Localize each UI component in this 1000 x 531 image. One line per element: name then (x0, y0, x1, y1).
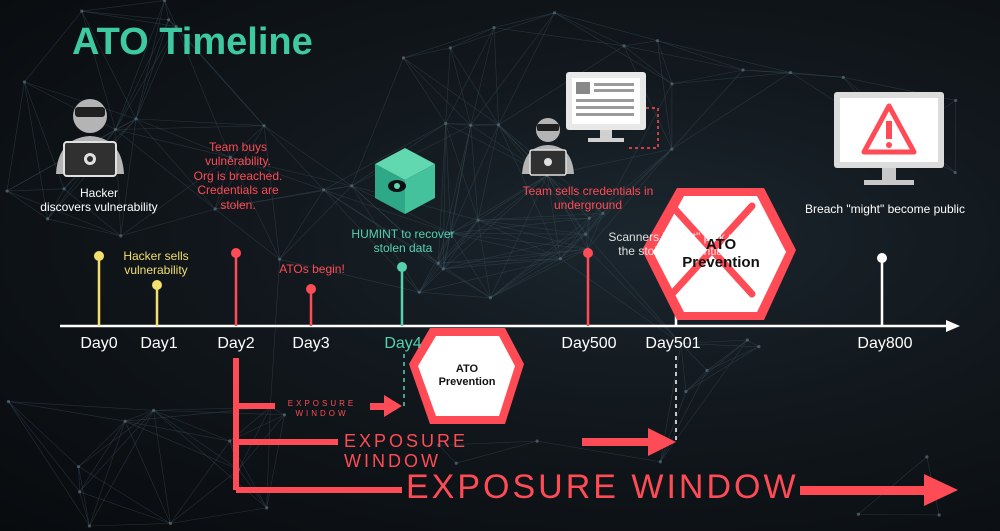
marker-day3 (306, 284, 316, 294)
event-team-sells: Team sells credentials in underground (522, 184, 654, 213)
exposure-window-label-large: EXPOSURE WINDOW (406, 468, 799, 506)
day-label-500: Day500 (561, 335, 617, 352)
monitor-document-icon (566, 72, 659, 149)
cancel-x-icon (668, 202, 756, 298)
exposure-window-label-small: EXPOSURE WINDOW (287, 399, 357, 418)
event-hacker-discovers: Hacker discovers vulnerability (40, 186, 158, 215)
day-label-1: Day1 (140, 335, 178, 352)
exposure-window-label-medium: EXPOSURE WINDOW (344, 431, 469, 471)
event-breach-public: Breach "might" become public (805, 202, 965, 216)
event-scanner: Scanners "might" pick up the stolen cred… (608, 230, 742, 259)
timeline-axis-arrowhead (946, 320, 960, 332)
ato-prevention-label-large: ATO Prevention (682, 236, 760, 271)
day-label-4: Day4 (384, 335, 422, 352)
marker-day2 (231, 248, 241, 258)
exposure-arrow-medium (648, 428, 676, 456)
ato-prevention-sign-large (642, 188, 796, 320)
warning-monitor-icon (834, 92, 944, 185)
page-title: ATO Timeline (72, 21, 313, 63)
day-label-800: Day800 (857, 335, 913, 352)
day-label-3: Day3 (292, 335, 330, 352)
ato-prevention-sign-small (409, 328, 524, 424)
exposure-bracket (233, 358, 402, 493)
event-humint: HUMINT to recover stolen data (351, 227, 455, 256)
hacker-laptop-icon (522, 118, 574, 176)
exposure-arrows (370, 395, 958, 506)
humint-cube-icon (375, 148, 435, 214)
hacker-laptop-icon (56, 99, 124, 177)
ato-prevention-label-small: ATO Prevention (438, 363, 496, 389)
day-label-0: Day0 (80, 335, 118, 352)
exposure-arrow-large (924, 474, 958, 506)
day-label-501: Day501 (645, 335, 701, 352)
marker-day1 (152, 280, 162, 290)
marker-day4 (397, 262, 407, 272)
exposure-arrow-small (384, 395, 402, 417)
marker-day0 (94, 251, 104, 261)
event-team-buys: Team buys vulnerability. Org is breached… (193, 140, 283, 212)
event-atos-begin: ATOs begin! (279, 262, 345, 276)
marker-day500 (583, 248, 593, 258)
event-hacker-sells: Hacker sells vulnerability (123, 249, 189, 278)
day-label-2: Day2 (217, 335, 255, 352)
marker-day800 (877, 253, 887, 263)
